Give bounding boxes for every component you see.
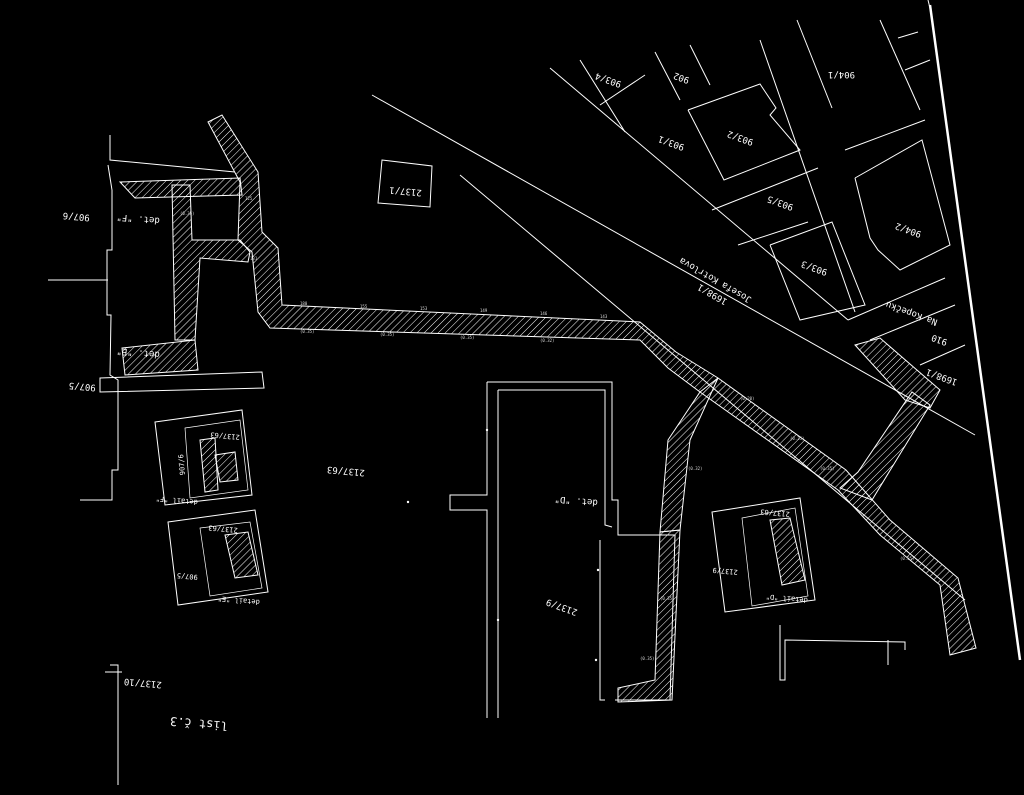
svg-text:(0.35): (0.35) bbox=[900, 556, 914, 561]
svg-text:(0.35): (0.35) bbox=[380, 332, 394, 337]
svg-text:(0.35): (0.35) bbox=[300, 329, 314, 334]
parcel-903-1: 903/1 bbox=[657, 133, 686, 152]
svg-text:(0.35): (0.35) bbox=[460, 335, 474, 340]
parcel-903-4: 903/4 bbox=[594, 70, 623, 89]
parcel-904-1: 904/1 bbox=[828, 69, 855, 79]
detail-f-title: detail "F" bbox=[155, 494, 198, 506]
det-d-callout: det. "D" bbox=[554, 493, 598, 507]
parcel-902: 902 bbox=[672, 70, 691, 85]
svg-text:180: 180 bbox=[300, 301, 308, 306]
detail-d-title: detail "D" bbox=[765, 592, 808, 604]
svg-text:155: 155 bbox=[360, 304, 368, 309]
parcel-903-2: 903/2 bbox=[726, 128, 755, 147]
parcel-903-3: 903/3 bbox=[800, 258, 829, 277]
inset-e-parcel-b: 907/5 bbox=[176, 571, 198, 581]
point-markers bbox=[406, 428, 600, 662]
svg-text:(0.35): (0.35) bbox=[180, 211, 194, 216]
central-building-outline bbox=[449, 381, 906, 718]
detail-inset-d: 2137/63 2137/9 detail "D" bbox=[711, 497, 816, 613]
parcel-904-2: 904/2 bbox=[894, 220, 923, 239]
survey-marks: 180 155 153 149 146 143 (0.35) (0.35) (0.35)… bbox=[180, 196, 914, 661]
inset-f-parcel: 2137/63 bbox=[210, 430, 240, 441]
svg-text:(0.32): (0.32) bbox=[540, 338, 554, 343]
inset-d-parcel-b: 2137/9 bbox=[712, 566, 738, 576]
parcel-2137-63: 2137/63 bbox=[327, 464, 366, 477]
inset-d-parcel: 2137/63 bbox=[760, 507, 790, 518]
inset-e-parcel: 2137/63 bbox=[208, 523, 238, 534]
svg-text:(0.35): (0.35) bbox=[640, 656, 654, 661]
sheet-label: list č.3 bbox=[169, 714, 228, 733]
svg-text:153: 153 bbox=[420, 306, 428, 311]
svg-text:146: 146 bbox=[540, 311, 548, 316]
detail-inset-f: 2137/63 907/6 detail "F" bbox=[154, 409, 253, 506]
parcel-2137-9: 2137/9 bbox=[545, 596, 579, 617]
svg-text:(0.20): (0.20) bbox=[740, 396, 754, 401]
parcel-907-6: 907/6 bbox=[62, 210, 90, 222]
parcel-907-5: 907/5 bbox=[68, 380, 96, 392]
parcel-2137-10: 2137/10 bbox=[124, 676, 163, 689]
svg-text:149: 149 bbox=[480, 308, 488, 313]
svg-text:125: 125 bbox=[245, 196, 253, 201]
det-e-callout: det. "E" bbox=[116, 345, 160, 359]
svg-text:143: 143 bbox=[600, 314, 608, 319]
svg-text:(0.35): (0.35) bbox=[660, 596, 674, 601]
detail-callouts: det. "F" det. "E" det. "D" bbox=[116, 211, 598, 507]
inset-f-parcel-b: 907/6 bbox=[177, 454, 187, 476]
parcel-2137-1: 2137/1 bbox=[389, 184, 422, 197]
svg-text:(0.32): (0.32) bbox=[688, 466, 702, 471]
svg-text:(0.35): (0.35) bbox=[820, 466, 834, 471]
utility-route bbox=[118, 114, 977, 703]
parcel-910: 910 bbox=[930, 332, 949, 347]
det-f-callout: det. "F" bbox=[116, 211, 160, 225]
svg-text:131: 131 bbox=[250, 256, 258, 261]
detail-e-title: detail "E" bbox=[217, 594, 260, 606]
sheet-border bbox=[927, 0, 1022, 661]
detail-inset-e: 2137/63 907/5 detail "E" bbox=[167, 509, 269, 606]
left-building-outline bbox=[48, 135, 265, 785]
parcel-labels: 904/1 903/4 902 903/1 903/2 903/5 903/3 … bbox=[62, 69, 959, 689]
svg-text:(0.25): (0.25) bbox=[790, 436, 804, 441]
parcel-903-5: 903/5 bbox=[766, 193, 795, 212]
